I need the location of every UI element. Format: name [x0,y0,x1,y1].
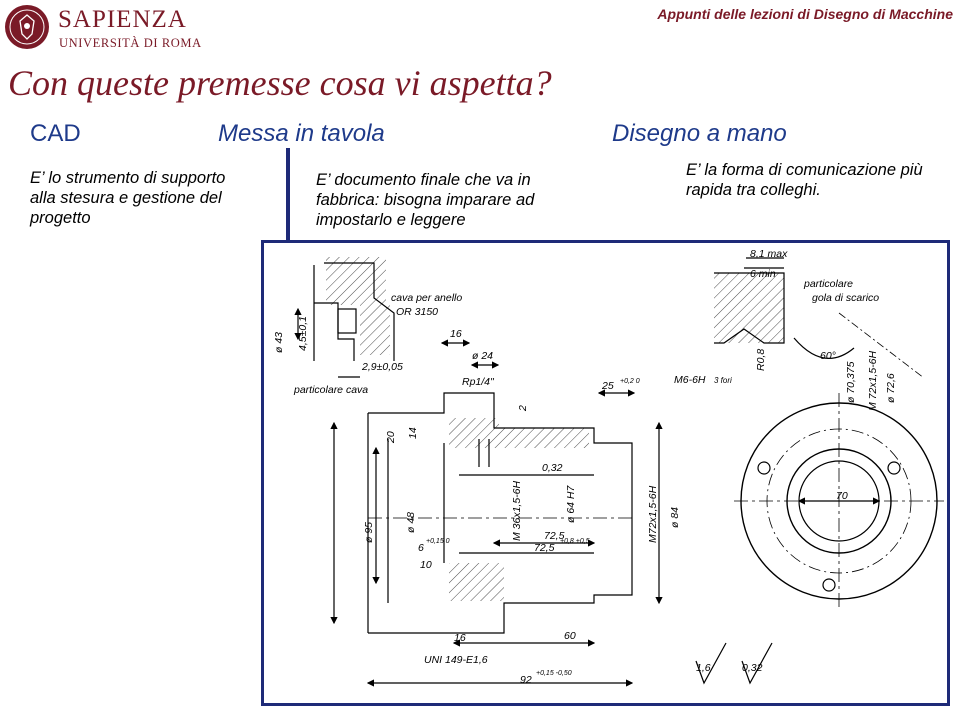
annotation-or: OR 3150 [396,306,438,318]
heading-cad: CAD [30,120,81,147]
annotation-particolare-gola: particolare [803,278,853,290]
annotation-roughness-16: 1,6 [696,662,711,674]
annotation-m6: M6-6H [674,374,706,386]
annotation-d032: 0,32 [542,462,563,474]
annotation-d20: 20 [385,431,397,444]
logo-subtitle: UNIVERSITÀ DI ROMA [59,36,202,50]
annotation-d92-tol: +0,15 -0,50 [536,670,572,677]
annotation-gola-scarico: gola di scarico [812,292,879,304]
annotation-d95: ø 95 [363,522,375,543]
annotation-d70375: ø 70,375 [845,361,857,403]
annotation-d92: 92 [520,674,532,686]
annotation-cava: cava per anello [391,292,462,304]
tavola-description: E’ documento finale che va in fabbrica: … [316,171,535,229]
annotation-d6-tol: +0,15 0 [426,538,450,545]
cad-description: E’ lo strumento di supporto alla stesura… [30,169,226,227]
annotation-d6: 6 [418,542,424,554]
annotation-d16-top: 16 [450,328,462,340]
heading-messa-in-tavola: Messa in tavola [218,120,385,147]
annotation-d81: 8,1 max [750,248,788,260]
annotation-d24: ø 24 [472,350,493,362]
annotation-rp: Rp1/4" [462,376,495,388]
annotation-d25-tol: +0,2 0 [620,378,640,385]
annotation-d48: ø 48 [405,512,417,533]
course-title: Appunti delle lezioni di Disegno di Macc… [657,6,953,22]
technical-drawing-frame: cava per anello OR 3150 particolare cava… [261,240,950,706]
drawing-annotations: cava per anello OR 3150 particolare cava… [273,248,897,686]
annotation-d64: ø 64 H7 [565,484,577,523]
annotation-d25: 25 [601,380,614,392]
annotation-d10: 10 [420,559,432,571]
logo-name: SAPIENZA [58,6,187,33]
drawing-geometry [294,257,944,687]
annotation-r08: R0,8 [755,349,767,371]
annotation-d2: 2 [517,405,529,412]
annotation-d725a: 72,5 [544,530,565,542]
annotation-fori: 3 fori [714,376,732,385]
annotation-d43: ø 43 [273,332,285,353]
annotation-d60deg: 60° [820,350,836,362]
annotation-particolare-cava: particolare cava [293,384,368,396]
annotation-d70: 70 [836,490,848,502]
mano-description: E’ la forma di comunicazione più rapida … [686,161,923,199]
heading-disegno-a-mano: Disegno a mano [612,120,787,147]
annotation-d6min: 6 min [750,268,776,280]
annotation-d725-tol: +0,8 +0,5 [560,538,590,545]
annotation-d726: ø 72,6 [885,373,897,403]
annotation-d45: 4,5±0,1 [297,316,309,351]
annotation-d14: 14 [407,427,419,439]
annotation-d60: 60 [564,630,576,642]
annotation-d29: 2,9±0,05 [361,361,403,373]
slide-title: Con queste premesse cosa vi aspetta? [8,63,552,103]
annotation-m72b: M 72x1,5-6H [867,350,879,411]
annotation-m72: M72x1,5-6H [647,485,659,543]
technical-drawing: cava per anello OR 3150 particolare cava… [273,248,944,687]
annotation-d84: ø 84 [669,507,681,528]
annotation-m36: M 36x1,5-6H [511,480,523,541]
annotation-d16-bot: 16 [454,632,466,644]
annotation-uni: UNI 149-E1,6 [424,654,488,666]
sapienza-seal-logo [4,4,50,50]
annotation-d725b: 72,5 [534,542,555,554]
annotation-roughness-032: 0,32 [742,662,763,674]
